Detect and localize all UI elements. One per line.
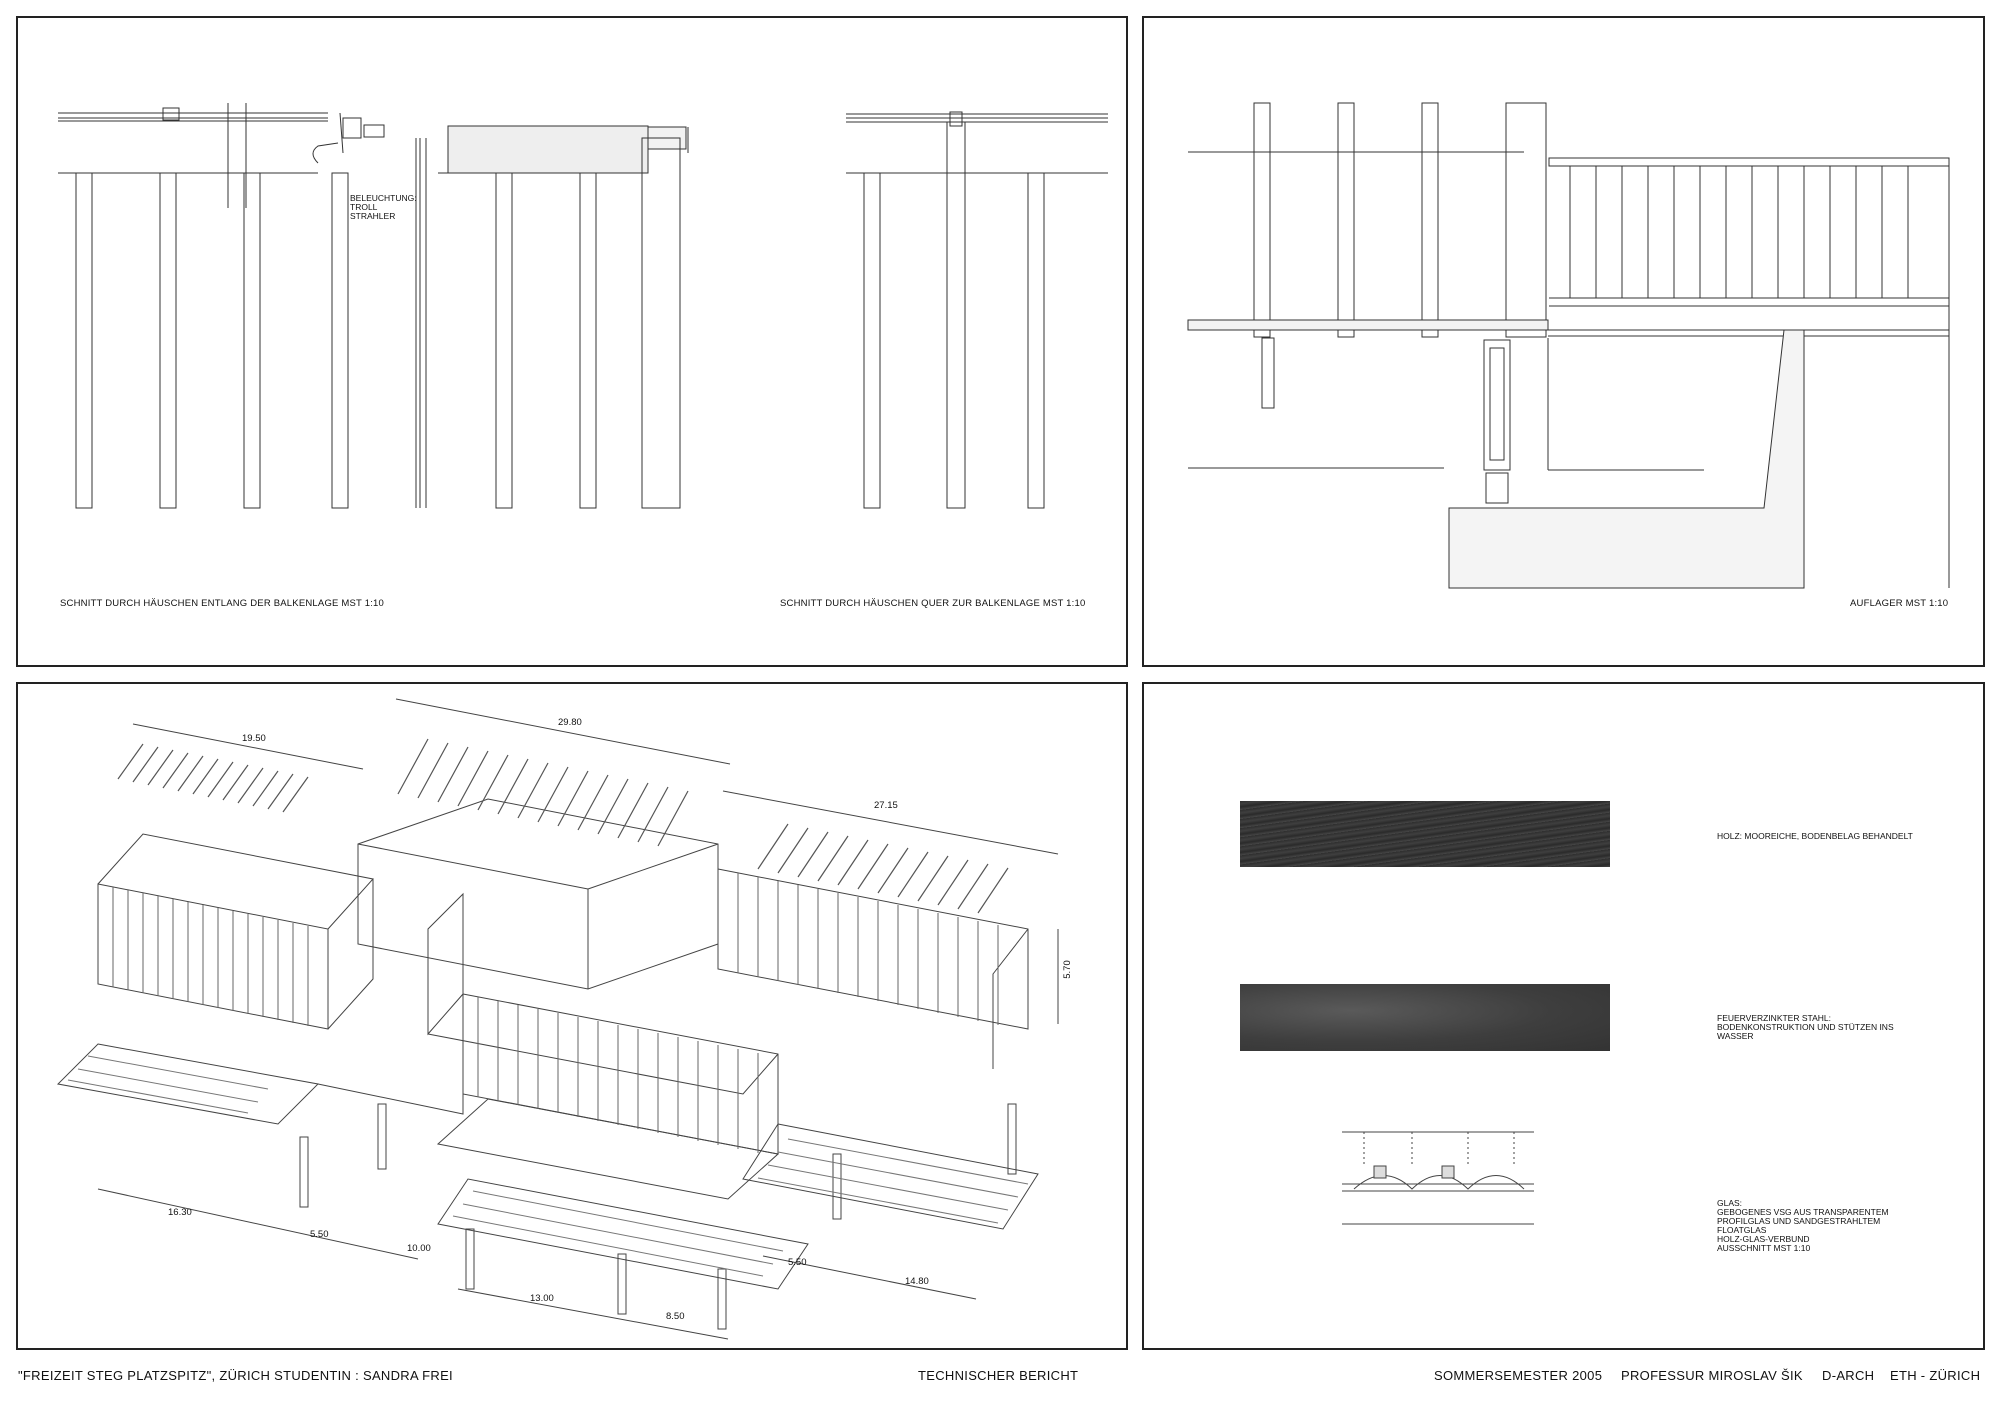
glass-detail-drawing xyxy=(1342,1131,1534,1225)
panel-sections: BELEUCHTUNG: TROLL STRAHLER SCHNITT DURC… xyxy=(16,16,1128,667)
footer-school: ETH - ZÜRICH xyxy=(1890,1368,1981,1383)
roof-slats xyxy=(117,738,1009,914)
dim-1950: 19.50 xyxy=(242,733,266,744)
footer-dept: D-ARCH xyxy=(1822,1368,1875,1383)
dim-2980: 29.80 xyxy=(558,717,582,728)
footer-report: TECHNISCHER BERICHT xyxy=(918,1368,1079,1383)
wood-label: HOLZ: MOOREICHE, BODENBELAG BEHANDELT xyxy=(1717,831,1913,841)
panel-axonometric: 19.50 29.80 27.15 5.70 16.30 5.50 10.00 … xyxy=(16,682,1128,1350)
footer-semester: SOMMERSEMESTER 2005 xyxy=(1434,1368,1603,1383)
section-caption-across: SCHNITT DURCH HÄUSCHEN QUER ZUR BALKENLA… xyxy=(780,598,1086,609)
footer-professor: PROFESSUR MIROSLAV ŠIK xyxy=(1621,1368,1803,1383)
dim-550-left: 5.50 xyxy=(310,1229,329,1240)
dim-2715: 27.15 xyxy=(874,800,898,811)
dim-1300: 13.00 xyxy=(530,1293,554,1304)
dim-570: 5.70 xyxy=(1061,960,1073,979)
lighting-note: BELEUCHTUNG: TROLL STRAHLER xyxy=(350,193,417,221)
dim-1630: 16.30 xyxy=(168,1207,192,1218)
wood-swatch xyxy=(1240,801,1610,867)
panel-materials: HOLZ: MOOREICHE, BODENBELAG BEHANDELT FE… xyxy=(1142,682,1985,1350)
steel-label: FEUERVERZINKTER STAHL: BODENKONSTRUKTION… xyxy=(1717,1013,1894,1041)
dim-850: 8.50 xyxy=(666,1311,685,1322)
panel-support: AUFLAGER MST 1:10 xyxy=(1142,16,1985,667)
footer-project: "FREIZEIT STEG PLATZSPITZ", ZÜRICH STUDE… xyxy=(18,1368,453,1383)
section-caption-along: SCHNITT DURCH HÄUSCHEN ENTLANG DER BALKE… xyxy=(60,598,385,609)
support-drawing xyxy=(1187,102,1950,589)
section-drawings xyxy=(58,103,1108,509)
dim-550-right: 5.50 xyxy=(788,1257,807,1268)
axonometric-drawing xyxy=(56,698,1059,1340)
support-caption: AUFLAGER MST 1:10 xyxy=(1850,598,1949,609)
steel-swatch xyxy=(1240,984,1610,1051)
deck-slats xyxy=(67,1055,1029,1277)
dim-1000: 10.00 xyxy=(407,1243,431,1254)
wall-battens xyxy=(112,873,999,1153)
dim-1480: 14.80 xyxy=(905,1276,929,1287)
glass-label: GLAS: GEBOGENES VSG AUS TRANSPARENTEM PR… xyxy=(1717,1198,1889,1253)
